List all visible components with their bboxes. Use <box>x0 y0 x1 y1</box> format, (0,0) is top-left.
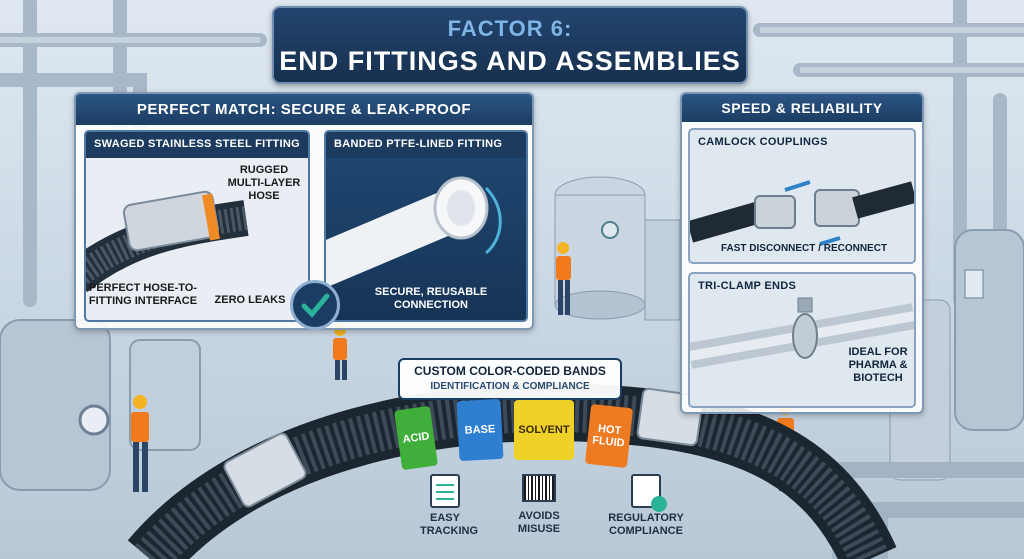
tri-clamp-illustration <box>690 297 914 369</box>
tank-left <box>0 319 111 491</box>
color-bands-title: CUSTOM COLOR-CODED BANDS <box>414 364 606 378</box>
band-solvent: SOLVENT <box>514 400 574 460</box>
band-base-label: BASE <box>464 423 496 437</box>
tank-right <box>954 229 1024 431</box>
perfect-match-panel: PERFECT MATCH: SECURE & LEAK-PROOF SWAGE… <box>74 92 534 330</box>
worker-left-2 <box>333 324 347 380</box>
page-title: END FITTINGS AND ASSEMBLIES <box>279 46 741 76</box>
benefit-easy-tracking-label: EASY TRACKING <box>420 512 479 537</box>
band-hot-fluid: HOT FLUID <box>584 403 634 469</box>
perfect-match-header: PERFECT MATCH: SECURE & LEAK-PROOF <box>76 94 532 125</box>
swaged-fitting-card: SWAGED STAINLESS STEEL FITTING RUGGED MU… <box>84 130 310 322</box>
label-zero-leaks: ZERO LEAKS <box>214 294 286 306</box>
band-acid-label: ACID <box>401 430 431 446</box>
swaged-fitting-illustration <box>86 190 249 293</box>
color-bands-banner: CUSTOM COLOR-CODED BANDS IDENTIFICATION … <box>398 358 622 400</box>
benefit-avoids-misuse-label: AVOIDS MISUSE <box>517 510 561 535</box>
camlock-card: CAMLOCK COUPLINGS FAST DISCONNECT / RECO… <box>688 128 916 264</box>
camlock-caption: FAST DISCONNECT / RECONNECT <box>720 243 888 254</box>
speed-reliability-header: SPEED & RELIABILITY <box>682 94 922 122</box>
band-base: BASE <box>456 398 504 462</box>
title-factor: FACTOR 6: <box>447 16 573 41</box>
document-check-icon <box>631 474 667 512</box>
label-hose-interface: PERFECT HOSE-TO-FITTING INTERFACE <box>88 282 198 307</box>
page-title-banner: FACTOR 6: END FITTINGS AND ASSEMBLIES <box>272 6 748 84</box>
clipboard-check-icon <box>430 474 460 508</box>
benefit-regulatory-compliance: REGULATORY COMPLIANCE <box>604 474 688 538</box>
band-hot-fluid-label: HOT FLUID <box>591 422 626 450</box>
color-bands-subtitle: IDENTIFICATION & COMPLIANCE <box>430 381 590 392</box>
ptfe-fitting-illustration <box>326 176 502 288</box>
benefit-regulatory-compliance-label: REGULATORY COMPLIANCE <box>608 512 684 537</box>
check-badge-icon <box>290 280 340 330</box>
tri-clamp-caption: IDEAL FOR PHARMA & BIOTECH <box>848 346 908 384</box>
worker-center <box>556 242 571 315</box>
ptfe-fitting-header: BANDED PTFE-LINED FITTING <box>334 138 503 150</box>
worker-left <box>131 395 149 492</box>
benefit-avoids-misuse: AVOIDS MISUSE <box>512 474 566 536</box>
tri-clamp-card: TRI-CLAMP ENDS IDEAL FOR PHARMA & BIOTEC… <box>688 272 916 408</box>
speed-reliability-panel: SPEED & RELIABILITY CAMLOCK COUPLINGS FA… <box>680 92 924 414</box>
tri-clamp-header: TRI-CLAMP ENDS <box>698 280 797 292</box>
label-secure-connection: SECURE, REUSABLE CONNECTION <box>374 286 488 311</box>
swaged-fitting-header: SWAGED STAINLESS STEEL FITTING <box>94 138 300 150</box>
label-rugged-hose: RUGGED MULTI-LAYER HOSE <box>227 164 301 202</box>
band-solvent-label: SOLVENT <box>518 424 570 436</box>
benefit-easy-tracking: EASY TRACKING <box>420 474 479 538</box>
camlock-header: CAMLOCK COUPLINGS <box>698 136 828 148</box>
barcode-icon <box>522 474 556 502</box>
camlock-illustration <box>690 180 914 246</box>
ptfe-fitting-card: BANDED PTFE-LINED FITTING SECURE, REUSAB… <box>324 130 528 322</box>
